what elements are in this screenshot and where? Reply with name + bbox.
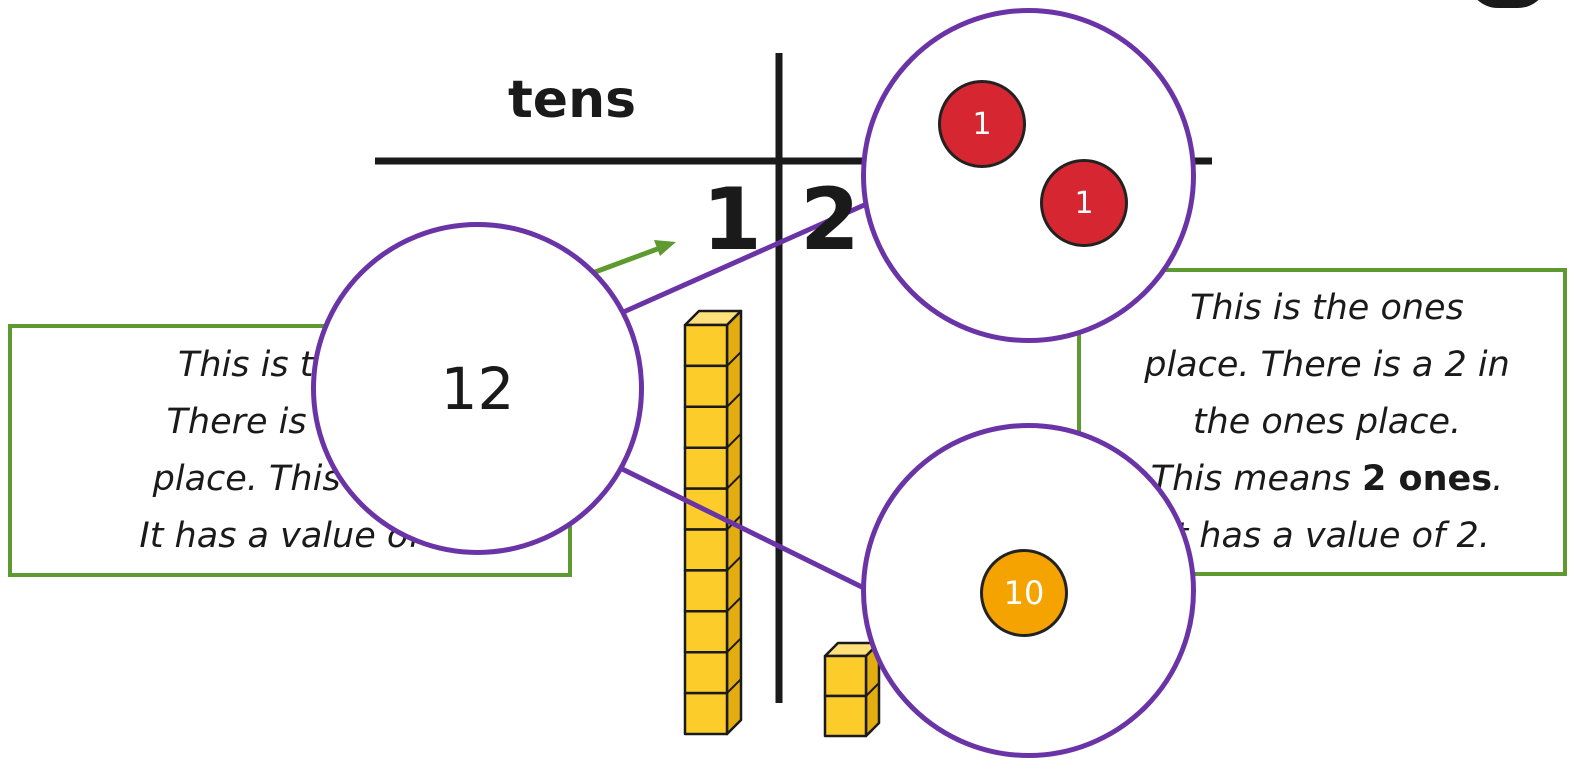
tens-digit: 1: [702, 170, 762, 270]
corner-decoration: [1468, 0, 1548, 8]
unit-cube: [823, 654, 868, 698]
ones-counter: 1: [938, 80, 1026, 168]
connector-line-top: [608, 195, 882, 321]
unit-cube: [683, 528, 729, 572]
magnifier-ten-counter: 10: [861, 423, 1196, 758]
ones-description-line: This means 2 ones.: [1144, 451, 1510, 508]
cube-edge-line: [726, 473, 742, 490]
cube-edge-line: [726, 678, 742, 694]
ones-text-after: .: [1492, 458, 1504, 499]
unit-cube: [683, 691, 729, 736]
cube-edge-line: [726, 392, 742, 408]
ones-text-bold: 2 ones: [1362, 458, 1493, 499]
cube-edge-line: [726, 555, 742, 572]
ones-cubes-block: [823, 641, 881, 738]
unit-cube: [683, 446, 729, 490]
ones-description-line: place. There is a 2 in: [1144, 344, 1510, 385]
unit-cube: [683, 610, 729, 654]
cube-edge-line: [865, 682, 880, 697]
cube-edge-line: [726, 432, 742, 449]
ones-digit: 2: [800, 170, 860, 270]
magnifier-ones-counters: 1 1: [861, 8, 1196, 343]
unit-cube: [683, 364, 729, 409]
unit-cube: [823, 694, 868, 738]
cube-edge-line: [726, 310, 742, 326]
cube-edge-line: [726, 637, 742, 653]
connector-line-bottom: [608, 460, 874, 595]
ones-text-before: This means: [1150, 458, 1363, 499]
cube-edge-line: [726, 351, 742, 367]
ones-description-line: It has a value of 2.: [1164, 515, 1490, 556]
unit-cube: [683, 405, 729, 449]
cube-edge-line: [726, 596, 742, 613]
unit-cube: [683, 569, 729, 613]
unit-cube: [683, 650, 729, 695]
ones-description-text: This is the ones place. There is a 2 in …: [1134, 280, 1510, 565]
ones-description-line: This is the ones: [1190, 287, 1464, 328]
ones-counter: 1: [1040, 159, 1128, 247]
ten-rod-block: [683, 309, 743, 736]
unit-cube: [683, 323, 729, 368]
tens-description-line: It has a value of: [139, 515, 421, 556]
magnifier-number-value: 12: [440, 354, 515, 423]
ten-counter: 10: [980, 549, 1068, 637]
tens-header: tens: [507, 70, 637, 130]
ones-description-line: the ones place.: [1192, 401, 1462, 442]
magnifier-number: 12: [311, 222, 644, 555]
